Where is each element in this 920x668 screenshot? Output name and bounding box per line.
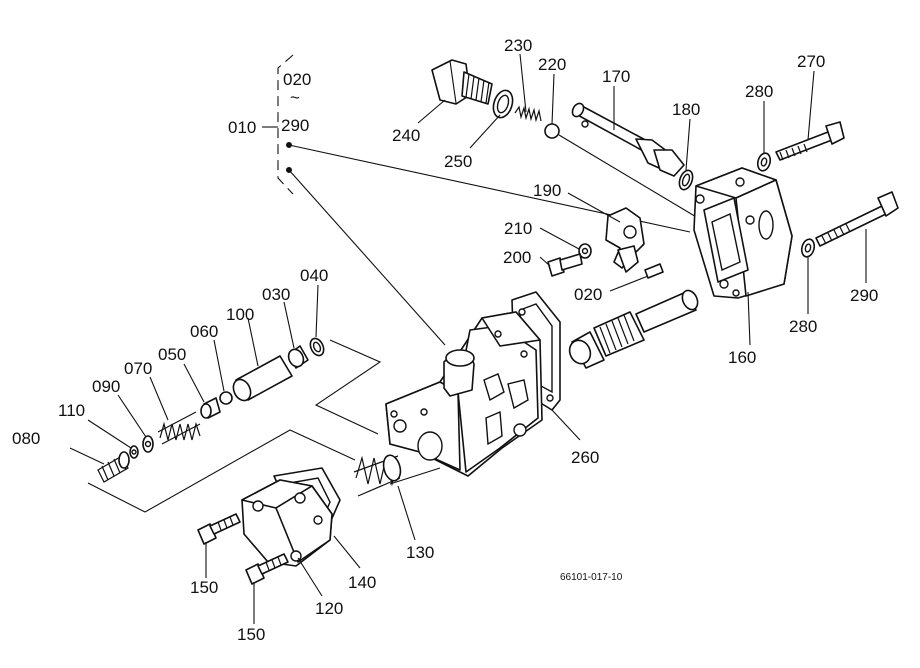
bolt-150-lower bbox=[245, 553, 289, 585]
callout-040: 040 bbox=[300, 266, 328, 285]
callout-110: 110 bbox=[58, 401, 85, 420]
callout-280-lower: 280 bbox=[789, 317, 817, 336]
spring-230 bbox=[514, 105, 542, 123]
label-range-end-290: 290 bbox=[281, 116, 309, 135]
leader-lines bbox=[69, 53, 867, 624]
callout-060: 060 bbox=[190, 322, 218, 341]
callout-050: 050 bbox=[158, 345, 186, 364]
figure-reference: 66101-017-10 bbox=[560, 572, 623, 583]
spring-070 bbox=[157, 411, 201, 445]
callout-120: 120 bbox=[315, 599, 343, 618]
bolt-200 bbox=[547, 253, 583, 277]
callout-030: 030 bbox=[262, 285, 290, 304]
washer-090 bbox=[142, 435, 154, 453]
callout-170: 170 bbox=[602, 67, 630, 86]
ball-220 bbox=[544, 123, 560, 139]
label-assembly-010: 010 bbox=[228, 118, 256, 137]
callout-190: 190 bbox=[533, 181, 561, 200]
callout-280-upper: 280 bbox=[745, 82, 773, 101]
spool-shaft bbox=[568, 289, 699, 369]
callout-020: 020 bbox=[574, 285, 602, 304]
pin-020 bbox=[644, 263, 664, 279]
o-ring-180 bbox=[678, 169, 694, 191]
callout-140: 140 bbox=[348, 573, 376, 592]
label-range-tilde: ~ bbox=[290, 88, 300, 107]
label-range-start-020: 020 bbox=[283, 70, 311, 89]
shaft-170 bbox=[571, 102, 685, 177]
assembly-lead-line bbox=[288, 169, 446, 346]
callout-130: 130 bbox=[406, 543, 434, 562]
callout-240: 240 bbox=[392, 126, 420, 145]
callout-150-lower: 150 bbox=[237, 625, 265, 644]
washer-110 bbox=[129, 445, 139, 459]
callout-070: 070 bbox=[124, 359, 152, 378]
callout-270: 270 bbox=[797, 52, 825, 71]
washer-250 bbox=[492, 89, 514, 119]
callout-250: 250 bbox=[444, 152, 472, 171]
callout-100: 100 bbox=[226, 305, 254, 324]
washer-280-lower bbox=[800, 238, 816, 258]
spring-080 bbox=[97, 451, 130, 483]
spring-130 bbox=[353, 454, 441, 497]
ball-060 bbox=[219, 391, 233, 405]
callout-290: 290 bbox=[850, 286, 878, 305]
callout-090: 090 bbox=[92, 377, 120, 396]
plug-240 bbox=[431, 59, 493, 105]
valve-body bbox=[385, 311, 543, 477]
callout-labels: 240 250 230 220 170 180 280 270 190 210 … bbox=[12, 36, 878, 644]
bolt-290 bbox=[815, 191, 899, 247]
callout-180: 180 bbox=[672, 100, 700, 119]
callout-160: 160 bbox=[728, 348, 756, 367]
dashed-assembly-path bbox=[87, 339, 382, 513]
callout-260: 260 bbox=[571, 448, 599, 467]
bolt-150-upper bbox=[197, 513, 241, 545]
lever-190 bbox=[605, 207, 645, 273]
washer-210 bbox=[578, 243, 592, 259]
callout-220: 220 bbox=[538, 55, 566, 74]
bolt-270 bbox=[775, 121, 845, 161]
seat-050 bbox=[200, 397, 221, 419]
callout-230: 230 bbox=[504, 36, 532, 55]
cover-160 bbox=[693, 167, 793, 299]
sleeve-100 bbox=[232, 355, 293, 402]
callout-150-upper: 150 bbox=[190, 578, 218, 597]
callout-080: 080 bbox=[12, 429, 40, 448]
callout-210: 210 bbox=[504, 219, 532, 238]
o-ring-040 bbox=[309, 337, 325, 357]
callout-200: 200 bbox=[503, 248, 531, 267]
cover-120 bbox=[241, 479, 333, 567]
washer-280-upper bbox=[756, 152, 772, 172]
plug-030 bbox=[287, 345, 309, 369]
